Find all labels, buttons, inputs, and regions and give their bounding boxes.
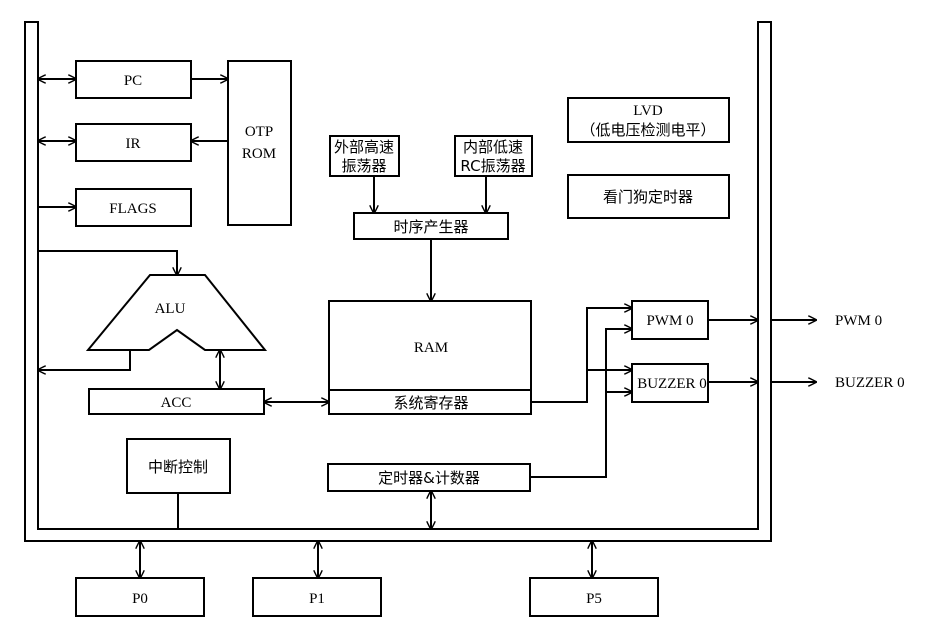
ir-block — [75, 123, 192, 162]
pc-label: PC — [124, 73, 142, 89]
int-oscillator-block — [454, 135, 533, 177]
alu-label: ALU — [155, 301, 186, 317]
acc-block — [88, 388, 265, 415]
p0-label: P0 — [132, 591, 148, 607]
pc-block — [75, 60, 192, 99]
ext-oscillator-label-line2: 振荡器 — [341, 157, 386, 175]
timing-generator-label: 时序产生器 — [393, 218, 468, 236]
buzzer0-block — [631, 363, 709, 403]
int-oscillator-label-line1: 内部低速 — [463, 138, 523, 156]
otp-rom-label-line1: OTP — [245, 124, 273, 140]
interrupt-control-block — [126, 438, 231, 494]
pwm0-label: PWM 0 — [646, 313, 693, 329]
lvd-label-line2: （低电压检测电平） — [580, 121, 715, 139]
flags-label: FLAGS — [109, 201, 157, 217]
int-oscillator-label-line2: RC振荡器 — [460, 157, 525, 175]
alu-block — [85, 274, 268, 351]
otp-rom-label-line2: ROM — [242, 146, 276, 162]
buzzer0-label: BUZZER 0 — [637, 376, 707, 392]
timing-generator-block — [353, 212, 509, 240]
pwm0-output-label: PWM 0 — [835, 313, 882, 329]
otp-rom-block — [227, 60, 292, 226]
timer-counter-label: 定时器&计数器 — [378, 469, 480, 487]
bus-frame — [24, 21, 772, 542]
p1-label: P1 — [309, 591, 325, 607]
sysreg-pwm-link — [531, 308, 632, 403]
watchdog-label: 看门狗定时器 — [603, 188, 693, 206]
lvd-label-line1: LVD — [633, 103, 663, 119]
ram-block — [328, 300, 532, 415]
ir-label: IR — [126, 136, 141, 152]
lvd-block — [567, 97, 730, 143]
p5-label: P5 — [586, 591, 602, 607]
p0-block — [75, 577, 205, 617]
ram-label: RAM — [414, 340, 448, 356]
interrupt-control-label: 中断控制 — [148, 458, 208, 476]
system-register-label: 系统寄存器 — [393, 394, 468, 412]
ext-oscillator-label-line1: 外部高速 — [334, 138, 394, 156]
timer-pwm-link — [530, 329, 632, 478]
flags-block — [75, 188, 192, 227]
buzzer0-output-label: BUZZER 0 — [835, 375, 905, 391]
pwm0-block — [631, 300, 709, 340]
p5-block — [529, 577, 659, 617]
alu-to-bus-link — [38, 350, 131, 370]
p1-block — [252, 577, 382, 617]
watchdog-block — [567, 174, 730, 219]
ext-oscillator-block — [329, 135, 400, 177]
bus-to-alu-link — [38, 250, 177, 275]
acc-label: ACC — [161, 395, 192, 411]
